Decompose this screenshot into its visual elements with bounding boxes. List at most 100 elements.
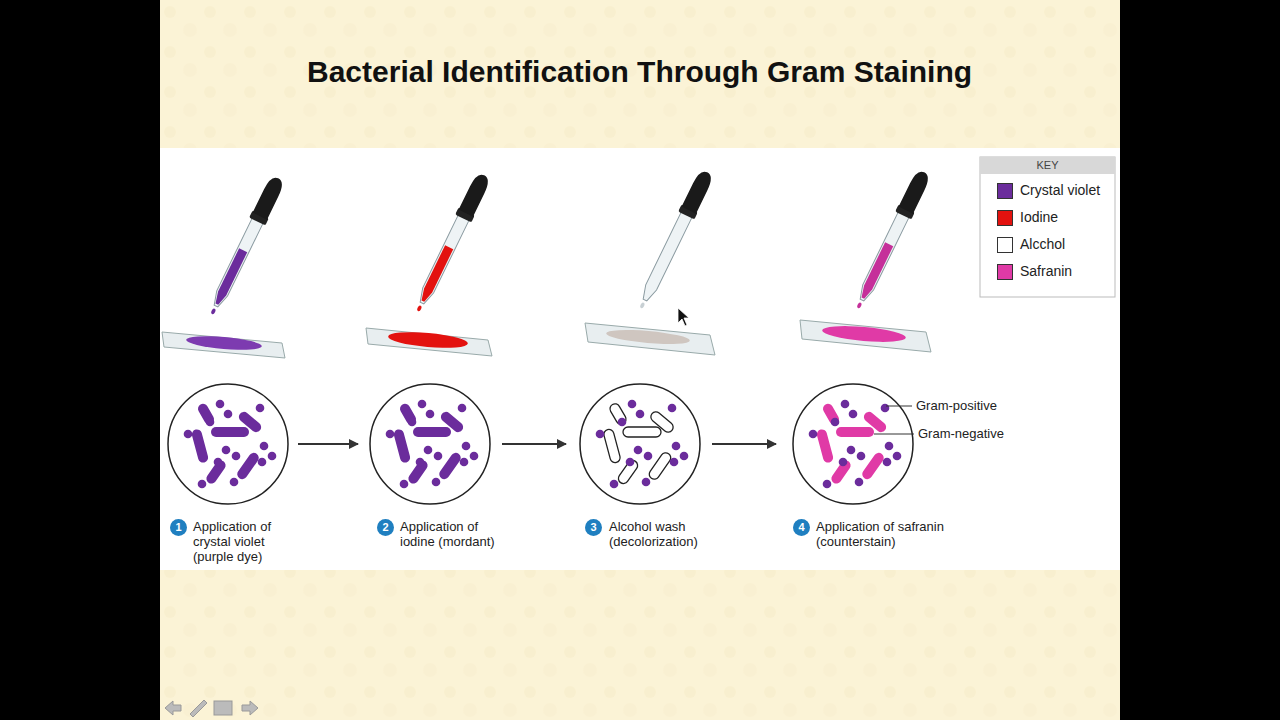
coccus-bacterium — [206, 418, 215, 427]
coccus-bacterium — [823, 480, 832, 489]
dropper-tube — [640, 211, 693, 303]
dropper — [410, 171, 492, 315]
dropper-liquid — [213, 248, 247, 306]
coccus-bacterium — [847, 446, 856, 455]
coccus-bacterium — [426, 410, 435, 419]
legend-swatch — [997, 264, 1013, 280]
coccus-bacterium — [642, 478, 651, 487]
coccus-bacterium — [680, 452, 689, 461]
coccus-bacterium — [857, 452, 866, 461]
coccus-bacterium — [462, 442, 471, 451]
coccus-bacterium — [885, 442, 894, 451]
rod-bacterium — [439, 410, 465, 434]
legend-swatch — [997, 210, 1013, 226]
dropper-tube — [211, 217, 264, 309]
rod-bacterium — [393, 428, 411, 463]
coccus-bacterium — [418, 400, 427, 409]
gram-label: Gram-negative — [918, 426, 1004, 441]
dropper-liquid — [419, 245, 453, 303]
coccus-bacterium — [618, 418, 627, 427]
coccus-bacterium — [434, 452, 443, 461]
coccus-bacterium — [855, 478, 864, 487]
coccus-bacterium — [626, 458, 635, 467]
coccus-bacterium — [432, 478, 441, 487]
dropper — [850, 168, 932, 312]
coccus-bacterium — [224, 410, 233, 419]
microscope-field — [168, 384, 288, 504]
coccus-bacterium — [260, 442, 269, 451]
dropper-bulb — [682, 169, 715, 214]
step-caption: Application of crystal violet (purple dy… — [193, 519, 293, 564]
dropper-liquid — [859, 242, 893, 300]
coccus-bacterium — [634, 446, 643, 455]
dropper-bulb — [459, 172, 492, 217]
slide-title: Bacterial Identification Through Gram St… — [307, 55, 972, 89]
legend-text: Safranin — [1020, 263, 1072, 279]
callout-number: 4 — [793, 519, 810, 536]
coccus-bacterium — [222, 446, 231, 455]
coccus-bacterium — [668, 404, 677, 413]
coccus-bacterium — [893, 452, 902, 461]
rod-bacterium — [204, 458, 227, 485]
rod-bacterium — [816, 428, 834, 463]
drop — [210, 308, 216, 315]
rod-bacterium — [862, 410, 888, 434]
legend-text: Iodine — [1020, 209, 1058, 225]
dropper — [633, 168, 715, 312]
coccus-bacterium — [628, 400, 637, 409]
callout-number: 3 — [585, 519, 602, 536]
coccus-bacterium — [416, 458, 425, 467]
coccus-bacterium — [636, 410, 645, 419]
legend-swatch — [997, 183, 1013, 199]
coccus-bacterium — [268, 452, 277, 461]
dropper-tube — [857, 211, 910, 303]
legend-heading: KEY — [980, 159, 1115, 171]
coccus-bacterium — [839, 458, 848, 467]
coccus-bacterium — [470, 452, 479, 461]
rod-bacterium — [237, 410, 263, 434]
rod-bacterium — [413, 427, 451, 437]
coccus-bacterium — [408, 418, 417, 427]
rod-bacterium — [191, 428, 209, 463]
callout-number: 2 — [377, 519, 394, 536]
coccus-bacterium — [881, 404, 890, 413]
coccus-bacterium — [670, 458, 679, 467]
coccus-bacterium — [232, 452, 241, 461]
coccus-bacterium — [841, 400, 850, 409]
dropper-bulb — [899, 169, 932, 214]
rod-bacterium — [649, 410, 675, 434]
legend-swatch — [997, 237, 1013, 253]
coccus-bacterium — [831, 418, 840, 427]
coccus-bacterium — [386, 430, 395, 439]
coccus-bacterium — [458, 404, 467, 413]
rod-bacterium — [196, 402, 216, 426]
coccus-bacterium — [258, 458, 267, 467]
coccus-bacterium — [400, 480, 409, 489]
rod-bacterium — [616, 458, 639, 485]
microscope-field — [580, 384, 700, 504]
microscope-field — [370, 384, 490, 504]
coccus-bacterium — [184, 430, 193, 439]
coccus-bacterium — [460, 458, 469, 467]
coccus-bacterium — [198, 480, 207, 489]
coccus-bacterium — [596, 430, 605, 439]
rod-bacterium — [608, 402, 628, 426]
drop — [416, 305, 422, 312]
legend-text: Alcchol — [1020, 236, 1065, 252]
rod-bacterium — [211, 427, 249, 437]
drop — [639, 302, 645, 309]
rod-bacterium — [623, 427, 661, 437]
coccus-bacterium — [672, 442, 681, 451]
legend-text: Crystal violet — [1020, 182, 1100, 198]
drop — [856, 302, 862, 309]
coccus-bacterium — [644, 452, 653, 461]
rod-bacterium — [398, 402, 418, 426]
dropper — [204, 174, 286, 318]
coccus-bacterium — [610, 480, 619, 489]
coccus-bacterium — [216, 400, 225, 409]
coccus-bacterium — [214, 458, 223, 467]
coccus-bacterium — [256, 404, 265, 413]
callout-number: 1 — [170, 519, 187, 536]
dropper-bulb — [253, 175, 286, 220]
coccus-bacterium — [809, 430, 818, 439]
